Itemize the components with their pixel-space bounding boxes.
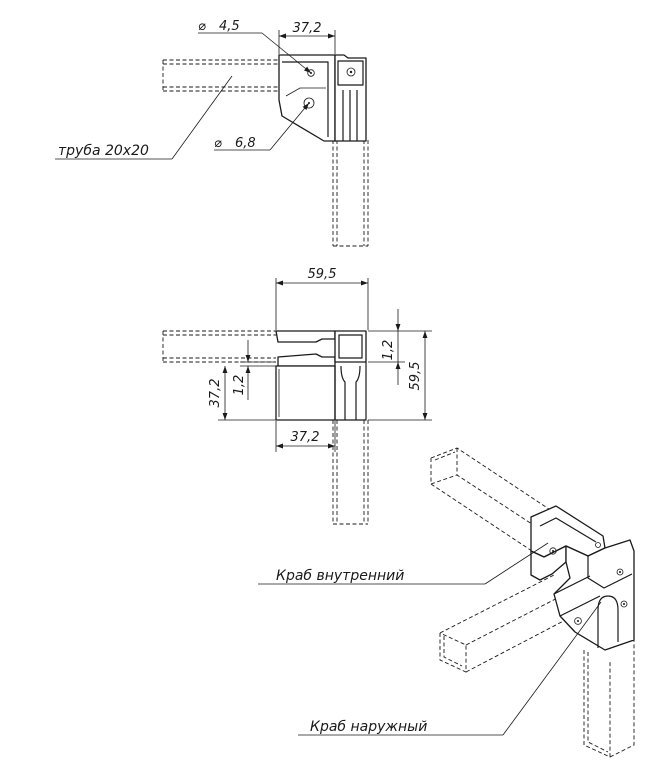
iso-front-tube	[439, 574, 576, 673]
front-view-crab	[275, 330, 367, 421]
mid-gap-right-value: 1,2	[381, 340, 396, 361]
isometric-view: Краб внутренний Краб наружный	[258, 447, 635, 758]
iso-back-tube	[430, 447, 565, 556]
mid-width-dimension: 59,5	[275, 267, 369, 330]
top-view-vertical-tube	[332, 140, 369, 247]
mid-left-height-dimension: 37,2	[208, 366, 276, 421]
mid-bottom-width-dimension: 37,2	[275, 421, 336, 452]
mid-left-height-value: 37,2	[208, 379, 223, 408]
mid-height-value: 59,5	[408, 362, 423, 391]
front-view-horizontal-tube	[162, 330, 276, 363]
hole-small-symbol: ⌀	[198, 19, 206, 34]
outer-crab-label-text: Краб наружный	[310, 719, 427, 735]
tube-label: труба 20x20	[55, 75, 233, 160]
front-view-vertical-tube	[332, 420, 369, 525]
tube-label-text: труба 20x20	[58, 143, 149, 159]
mid-bottom-width-value: 37,2	[291, 430, 320, 445]
hole-large-value: 6,8	[235, 136, 256, 151]
mid-height-dimension: 59,5	[368, 330, 432, 421]
front-view: 59,5 59,5 1,2 1,2 37,2	[162, 267, 432, 525]
inner-crab-label: Краб внутренний	[258, 542, 549, 585]
hole-large-dimension: ⌀ 6,8	[214, 102, 310, 151]
outer-crab-label: Краб наружный	[298, 601, 602, 736]
mid-gap-left-value: 1,2	[232, 375, 247, 396]
iso-vertical-tube	[583, 640, 635, 758]
mid-gap-left-dimension: 1,2	[232, 340, 276, 400]
top-view: 37,2 ⌀ 4,5 ⌀ 6,8 труба 20x20	[55, 19, 369, 247]
iso-crab	[530, 505, 635, 651]
hole-large-symbol: ⌀	[214, 136, 222, 151]
top-view-horizontal-tube	[162, 59, 278, 92]
top-view-crab	[278, 54, 367, 142]
top-width-value: 37,2	[293, 21, 322, 36]
mid-width-value: 59,5	[308, 267, 337, 282]
hole-small-value: 4,5	[219, 19, 240, 34]
mid-gap-right-dimension: 1,2	[368, 309, 405, 385]
inner-crab-label-text: Краб внутренний	[276, 568, 404, 584]
top-width-dimension: 37,2	[278, 21, 336, 54]
hole-small-dimension: ⌀ 4,5	[198, 19, 312, 74]
